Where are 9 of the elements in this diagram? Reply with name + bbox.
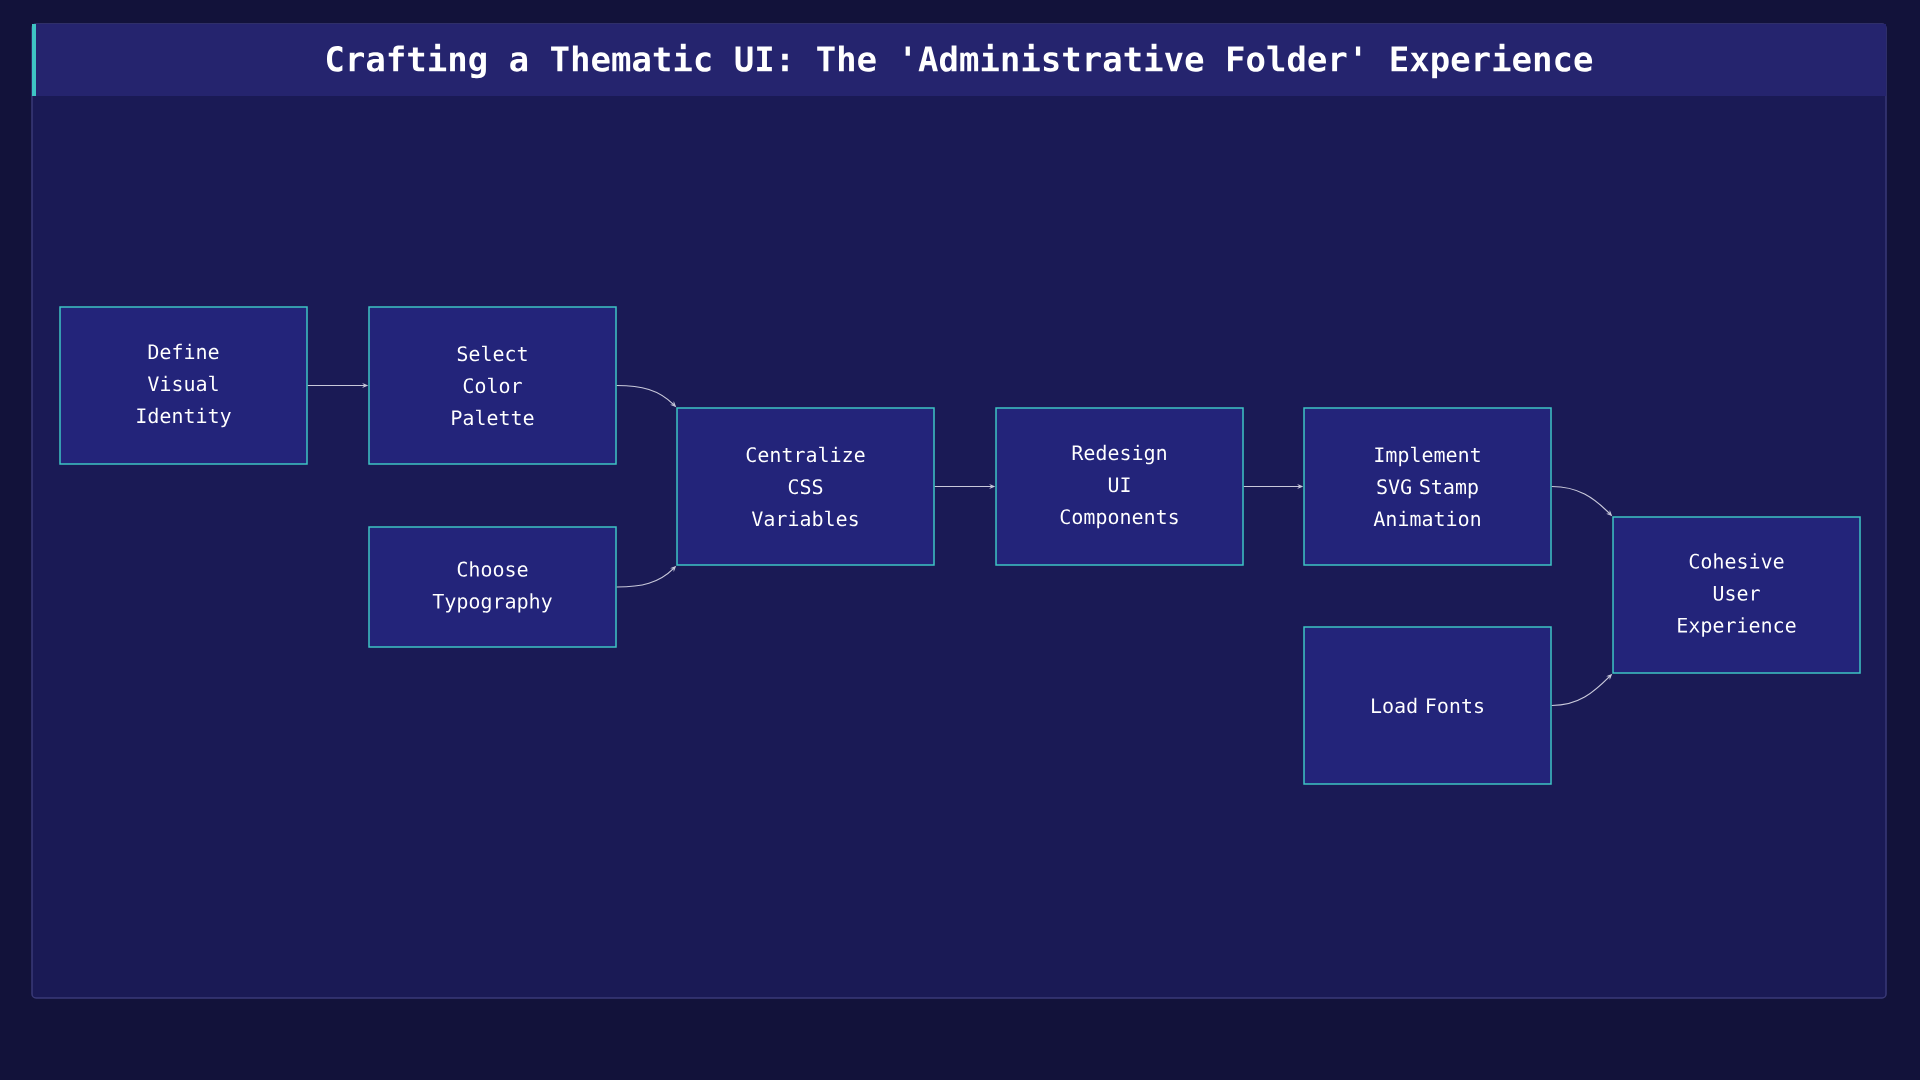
process-box: Choose Typography	[368, 526, 617, 648]
title-bar: Crafting a Thematic UI: The 'Administrative Folder' Experience	[32, 24, 1886, 96]
process-box: Define Visual Identity	[59, 306, 308, 465]
process-box: Centralize CSS Variables	[676, 407, 935, 566]
process-box: Implement SVG Stamp Animation	[1303, 407, 1552, 566]
process-box: Redesign UI Components	[995, 407, 1244, 566]
process-box: Select Color Palette	[368, 306, 617, 465]
process-box: Load Fonts	[1303, 626, 1552, 785]
process-box: Cohesive User Experience	[1612, 516, 1861, 674]
